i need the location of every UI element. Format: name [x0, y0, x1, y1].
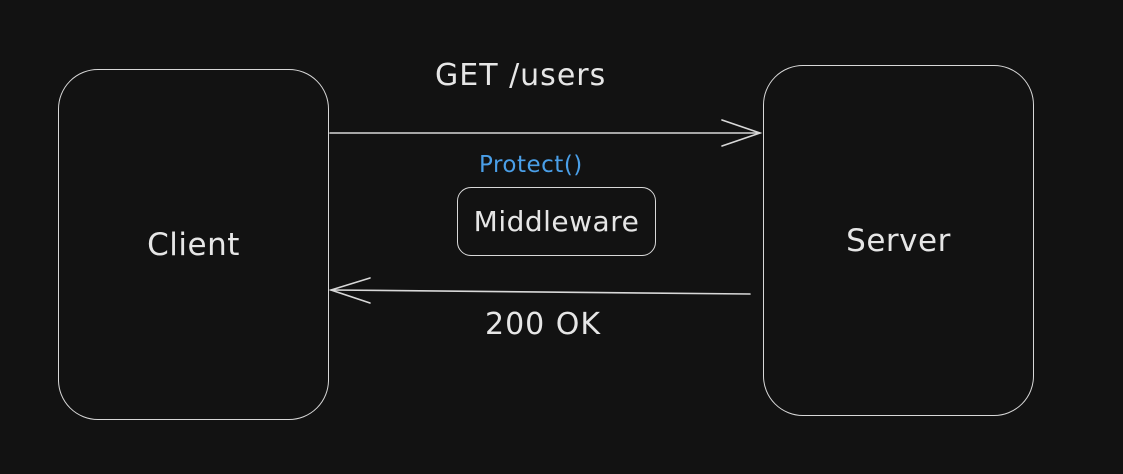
request-label: GET /users: [435, 58, 607, 93]
middleware-label: Middleware: [473, 205, 640, 238]
response-arrow-head: [328, 277, 371, 304]
middleware-node: Middleware: [457, 187, 656, 256]
request-arrow-head: [721, 119, 763, 147]
client-node: Client: [58, 69, 329, 420]
response-arrow-line: [330, 289, 751, 295]
response-arrow: [328, 277, 751, 304]
server-node: Server: [763, 65, 1034, 416]
response-label: 200 OK: [485, 307, 602, 342]
server-label: Server: [846, 222, 951, 259]
request-arrow: [329, 119, 763, 147]
protect-annotation: Protect(): [479, 152, 583, 178]
client-label: Client: [147, 226, 240, 263]
